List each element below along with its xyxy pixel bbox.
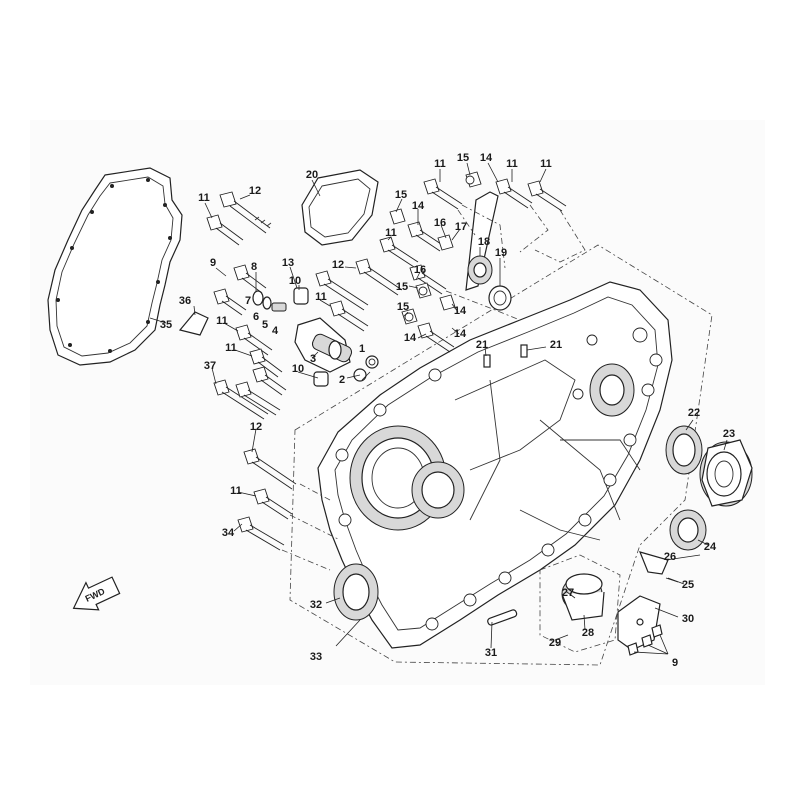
callout-12: 12 [249,185,261,197]
part-31-pin [487,609,518,626]
part-22-seal [665,425,703,475]
callout-16: 16 [414,264,426,276]
callout-17: 17 [455,221,467,233]
part-24-bearing [669,509,707,551]
part-35-gasket [47,167,183,366]
callout-6: 6 [253,311,259,323]
callout-13: 13 [282,257,294,269]
callout-14: 14 [404,332,417,344]
callout-27: 27 [562,587,574,599]
assembly-boundary [289,244,713,666]
callout-35: 35 [160,319,172,331]
callout-8: 8 [251,261,257,273]
callout-32: 32 [310,599,322,611]
callout-33: 33 [310,651,322,663]
callout-10: 10 [289,275,301,287]
callout-3: 3 [310,353,316,365]
callout-11: 11 [506,158,518,170]
callout-18: 18 [478,236,490,248]
callout-14: 14 [454,305,467,317]
callout-12: 12 [332,259,344,271]
callout-14: 14 [480,152,493,164]
callout-14: 14 [454,328,467,340]
callout-16: 16 [434,217,446,229]
part-20-gasket [301,169,379,246]
callout-5: 5 [262,319,268,331]
callout-31: 31 [485,647,497,659]
callout-11: 11 [216,315,228,327]
dowel-pins [483,344,528,368]
bolt-set [206,171,567,551]
callout-11: 11 [385,227,397,239]
crankcase-half [317,281,673,649]
callout-15: 15 [395,189,407,201]
callout-26: 26 [664,551,676,563]
callout-11: 11 [225,342,237,354]
callout-28: 28 [582,627,594,639]
callout-19: 19 [495,247,507,259]
part-32-seal [333,563,379,621]
assembly-guides [281,204,586,571]
callout-9: 9 [672,657,678,669]
part-36-bracket [178,311,209,336]
callout-11: 11 [434,158,446,170]
callout-36: 36 [179,295,191,307]
callout-labels: 11 15 14 11 11 12 11 20 15 14 16 17 11 1… [160,152,735,669]
callout-10: 10 [292,363,304,375]
callout-11: 11 [540,158,552,170]
part-23-bearing [699,439,753,507]
forward-arrow: FWD [72,576,121,611]
callout-15: 15 [457,152,469,164]
callout-2: 2 [339,374,345,386]
callout-11: 11 [230,485,242,497]
callout-34: 34 [222,527,235,539]
callout-20: 20 [306,169,318,181]
callout-15: 15 [396,281,408,293]
callout-12: 12 [250,421,262,433]
callout-29: 29 [549,637,561,649]
part-29-box [539,554,621,653]
callout-22: 22 [688,407,700,419]
callout-23: 23 [723,428,735,440]
callout-24: 24 [704,541,717,553]
callout-37: 37 [204,360,216,372]
callout-14: 14 [412,200,425,212]
callout-11: 11 [198,192,210,204]
callout-21: 21 [476,339,488,351]
callout-11: 11 [315,291,327,303]
callout-25: 25 [682,579,694,591]
callout-9: 9 [210,257,216,269]
callout-4: 4 [272,325,279,337]
pressure-relief-parts [252,290,287,312]
callout-21: 21 [550,339,562,351]
callout-1: 1 [359,343,365,355]
part-27-28-bushing [561,573,605,621]
callout-30: 30 [682,613,694,625]
callout-7: 7 [245,295,251,307]
leader-lines [149,162,728,655]
callout-15: 15 [397,301,409,313]
